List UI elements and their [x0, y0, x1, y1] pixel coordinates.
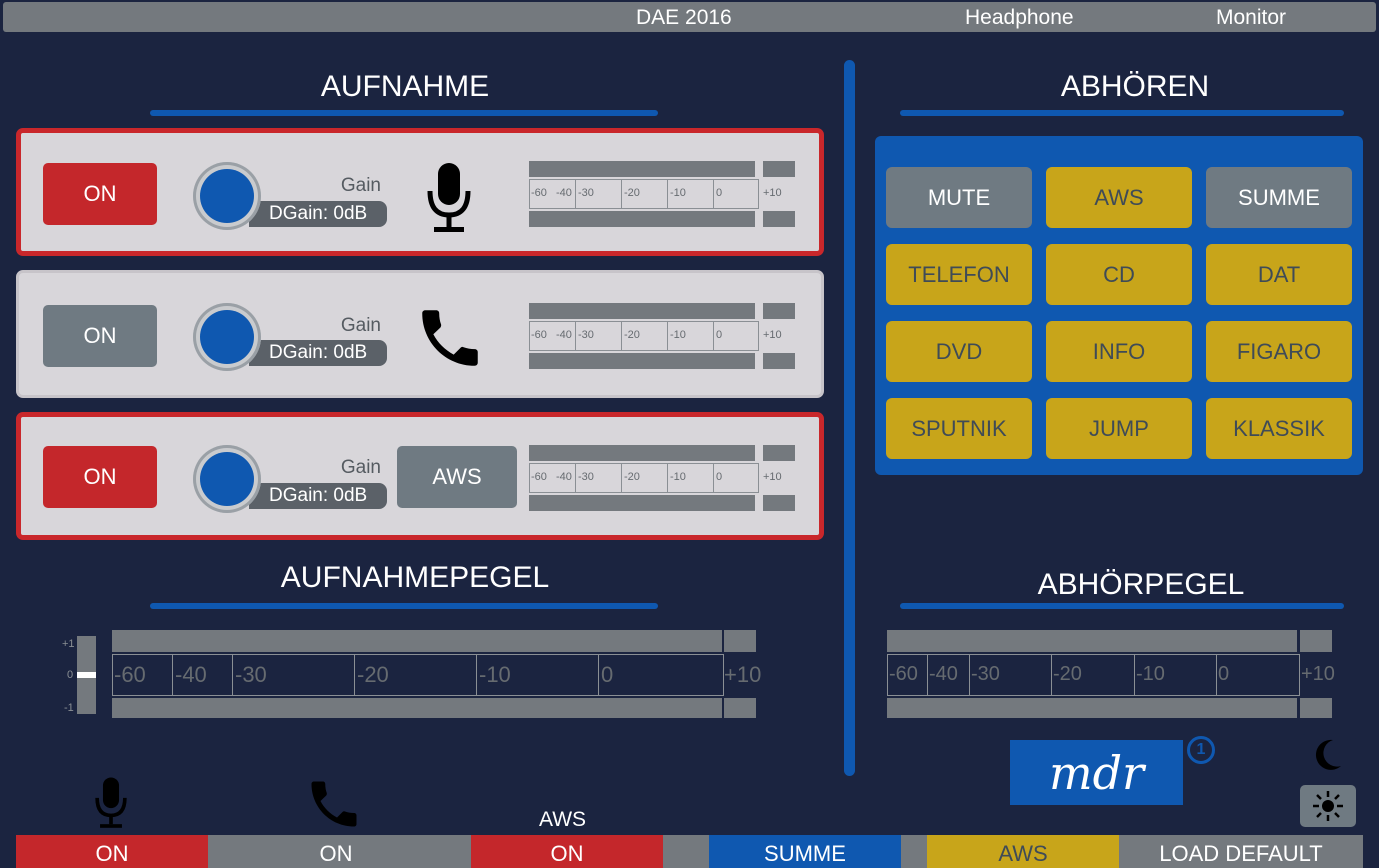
sun-icon — [1313, 791, 1343, 821]
channel-aws-gain-label: Gain — [340, 457, 381, 478]
dark-mode-button[interactable] — [1300, 734, 1356, 776]
abhoeren-aws-button[interactable]: AWS — [1046, 167, 1192, 228]
channel-aws-on-button[interactable]: ON — [43, 446, 157, 508]
channel-panel-aws: ON DGain: 0dB Gain AWS -60 -40 -30 -20 -… — [16, 412, 824, 540]
load-default-button[interactable]: LOAD DEFAULT — [1159, 840, 1323, 866]
channel-mic-gain-knob[interactable] — [193, 162, 261, 230]
abhoeren-telefon-button[interactable]: TELEFON — [886, 244, 1032, 305]
monitor-tab[interactable]: Monitor — [1216, 6, 1287, 29]
abhoeren-cd-button[interactable]: CD — [1046, 244, 1192, 305]
aufnahmepegel-underline — [150, 603, 658, 609]
aufnahmepegel-title: AUFNAHMEPEGEL — [280, 561, 550, 594]
app-title: DAE 2016 — [636, 6, 732, 29]
abhoeren-dat-button[interactable]: DAT — [1206, 244, 1352, 305]
channel-phone-on-button[interactable]: ON — [43, 305, 157, 367]
bottom-phone-on-button[interactable]: ON — [319, 840, 353, 866]
bottom-microphone-icon — [95, 777, 127, 828]
channel-phone-meter: -60 -40 -30 -20 -10 0 +10 — [529, 303, 799, 369]
slider-thumb[interactable] — [77, 672, 96, 678]
ard-logo: 1 — [1187, 736, 1215, 764]
channel-aws-meter: -60 -40 -30 -20 -10 0 +10 — [529, 445, 799, 511]
channel-mic-meter: -60 -40 -30 -20 -10 0 +10 — [529, 161, 799, 227]
bottom-aws-label: AWS — [539, 808, 587, 831]
channel-panel-mic: ON DGain: 0dB Gain -60 -40 -30 -20 -10 0… — [16, 128, 824, 256]
abhoeren-summe-button[interactable]: SUMME — [1206, 167, 1352, 228]
vertical-divider — [844, 60, 855, 776]
channel-phone-gain-label: Gain — [340, 315, 381, 336]
bottom-summe-button[interactable]: SUMME — [709, 835, 901, 868]
abhoeren-sputnik-button[interactable]: SPUTNIK — [886, 398, 1032, 459]
channel-aws-gain-knob[interactable] — [193, 445, 261, 513]
bottom-mic-on-button[interactable]: ON — [16, 835, 208, 868]
bottom-aws-on-button[interactable]: ON — [471, 835, 663, 868]
aufnahme-title: AUFNAHME — [320, 70, 490, 103]
abhoeren-button-grid: MUTE AWS SUMME TELEFON CD DAT DVD INFO F… — [875, 136, 1363, 475]
channel-phone-gain-knob[interactable] — [193, 303, 261, 371]
light-mode-button[interactable] — [1300, 785, 1356, 827]
abhoeren-underline — [900, 110, 1344, 116]
aufnahmepegel-trim-slider[interactable] — [77, 636, 96, 714]
headphone-tab[interactable]: Headphone — [965, 6, 1074, 29]
channel-mic-gain-label: Gain — [340, 175, 381, 196]
abhoeren-figaro-button[interactable]: FIGARO — [1206, 321, 1352, 382]
channel-aws-source-button[interactable]: AWS — [397, 446, 517, 508]
abhoeren-dvd-button[interactable]: DVD — [886, 321, 1032, 382]
moon-icon — [1315, 739, 1341, 770]
abhoeren-jump-button[interactable]: JUMP — [1046, 398, 1192, 459]
abhoerpegel-meter: -60 -40 -30 -20 -10 0 +10 — [887, 630, 1337, 720]
abhoeren-info-button[interactable]: INFO — [1046, 321, 1192, 382]
abhoerpegel-title: ABHÖRPEGEL — [1037, 568, 1245, 601]
abhoerpegel-underline — [900, 603, 1344, 609]
abhoeren-klassik-button[interactable]: KLASSIK — [1206, 398, 1352, 459]
channel-mic-dgain: DGain: 0dB — [249, 201, 387, 227]
abhoeren-title: ABHÖREN — [1060, 70, 1210, 103]
top-bar: DAE 2016 Headphone Monitor — [3, 2, 1376, 32]
bottom-aws-button[interactable]: AWS — [927, 835, 1119, 868]
bottom-phone-icon — [311, 781, 357, 827]
abhoeren-mute-button[interactable]: MUTE — [886, 167, 1032, 228]
microphone-icon — [427, 163, 471, 232]
aufnahme-underline — [150, 110, 658, 116]
channel-aws-dgain: DGain: 0dB — [249, 483, 387, 509]
channel-mic-on-button[interactable]: ON — [43, 163, 157, 225]
phone-icon — [422, 310, 478, 366]
channel-phone-dgain: DGain: 0dB — [249, 340, 387, 366]
aufnahmepegel-meter: -60 -40 -30 -20 -10 0 +10 — [112, 630, 762, 720]
mdr-logo: mdr — [1010, 740, 1183, 805]
channel-panel-phone: ON DGain: 0dB Gain -60 -40 -30 -20 -10 0… — [16, 270, 824, 398]
bottom-bar — [16, 835, 1363, 868]
